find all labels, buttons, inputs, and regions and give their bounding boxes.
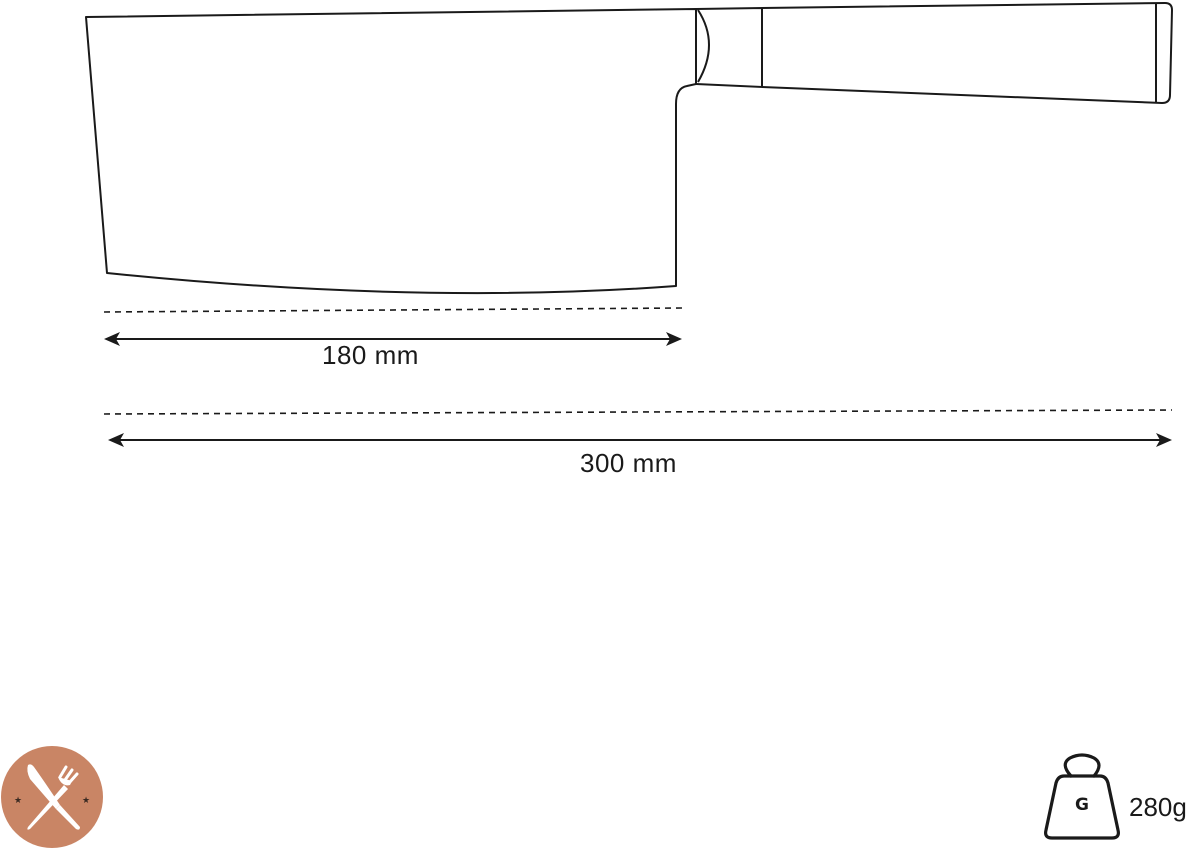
blade-length-label: 180 mm (322, 340, 419, 370)
blade-dashed-guide (103, 307, 683, 313)
bolster-outline (695, 6, 763, 89)
weight-icon-letter: G (1075, 795, 1089, 815)
blade-length-arrow (104, 332, 682, 346)
bolster-curve (697, 9, 710, 83)
total-length-label: 300 mm (580, 448, 677, 478)
svg-text:★: ★ (82, 796, 90, 806)
kettlebell-weight-icon (1044, 753, 1120, 840)
handle-outline (761, 2, 1173, 104)
weight-value: 280g (1129, 792, 1187, 822)
crossed-knife-fork-icon: ★ ★ (1, 746, 103, 848)
cleaver-blade-outline (85, 8, 697, 295)
total-length-arrow (108, 433, 1172, 447)
svg-text:★: ★ (14, 796, 22, 806)
total-dashed-guide (103, 409, 1173, 415)
